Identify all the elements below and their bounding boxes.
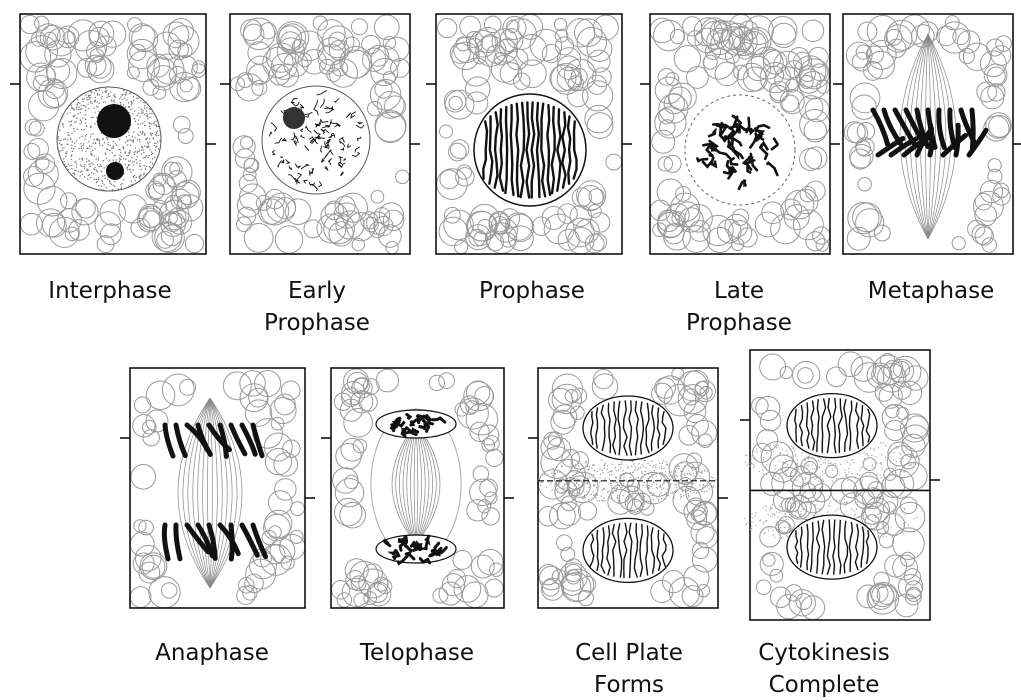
cell-sketch-late-prophase — [640, 14, 840, 254]
cell-sketch-early-prophase — [220, 14, 420, 254]
label-interphase: Interphase — [48, 278, 171, 304]
cell-sketch-telophase — [321, 368, 514, 608]
label-late-prophase-line1: Late — [714, 278, 764, 304]
cell-sketch-prophase — [426, 14, 632, 254]
label-prophase: Prophase — [479, 278, 585, 304]
label-cell-plate-forms-line2: Forms — [594, 672, 664, 698]
label-early-prophase-line2: Prophase — [264, 310, 370, 336]
label-cytokinesis-complete-line1: Cytokinesis — [758, 640, 890, 666]
label-late-prophase-line2: Prophase — [686, 310, 792, 336]
label-cytokinesis-complete-line2: Complete — [769, 672, 880, 698]
cell-sketch-cytokinesis-complete — [740, 350, 940, 620]
label-telophase: Telophase — [359, 640, 474, 666]
label-metaphase: Metaphase — [868, 278, 995, 304]
label-cell-plate-forms-line1: Cell Plate — [575, 640, 683, 666]
label-early-prophase-line1: Early — [288, 278, 346, 304]
label-anaphase: Anaphase — [155, 640, 269, 666]
cell-sketch-interphase — [10, 14, 216, 254]
cell-sketch-metaphase — [833, 14, 1021, 254]
cell-sketch-anaphase — [120, 368, 315, 608]
cell-sketch-cell-plate-forms — [528, 368, 728, 608]
